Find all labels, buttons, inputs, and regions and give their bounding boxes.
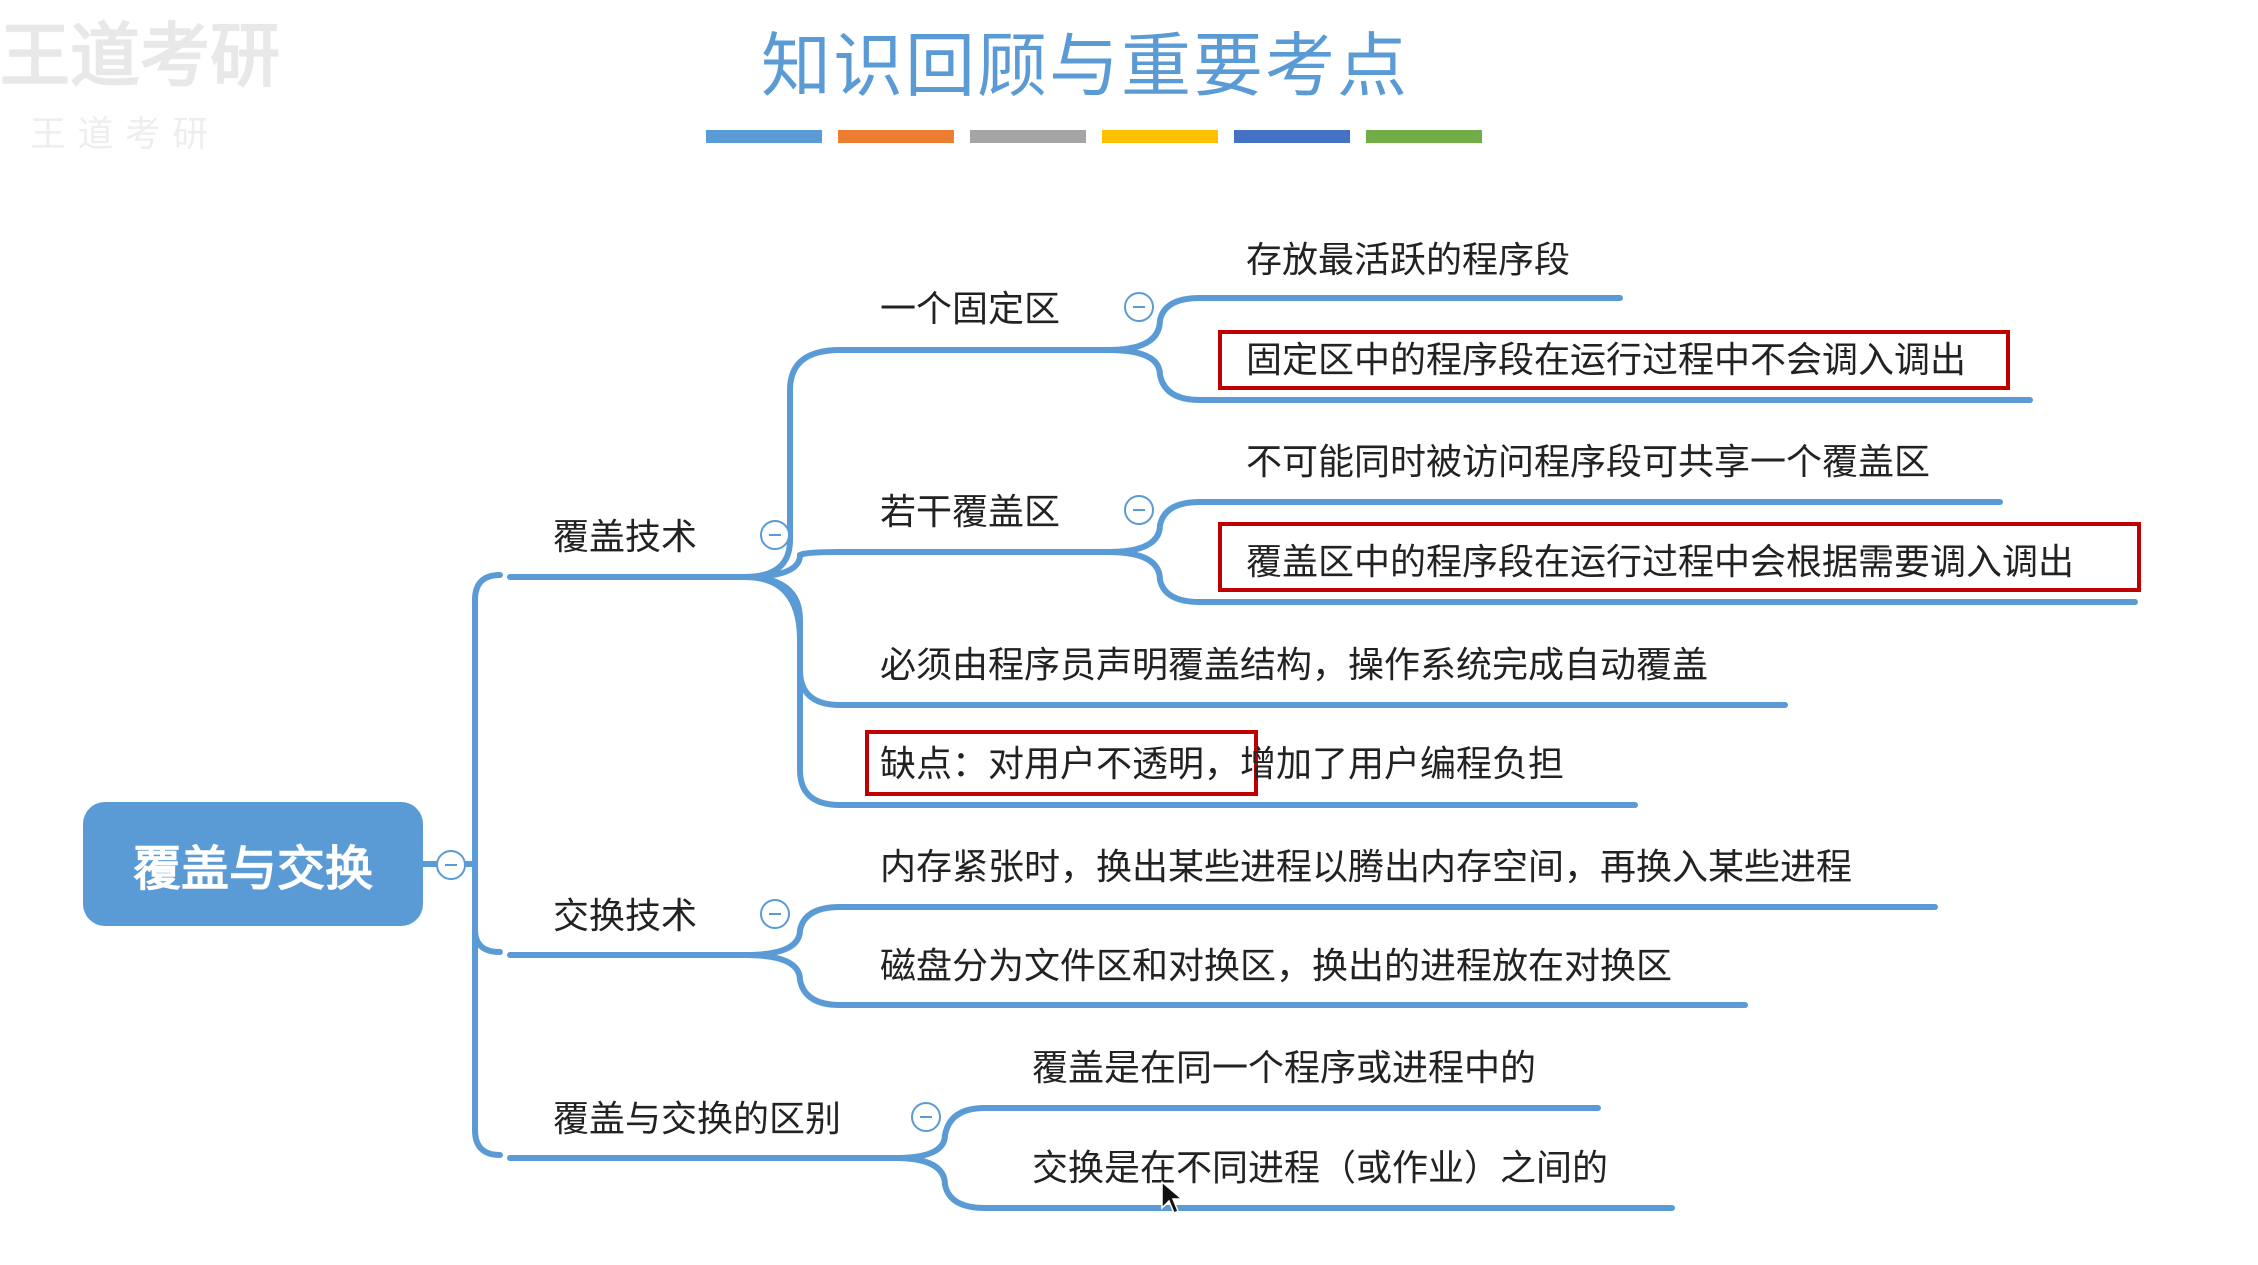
- watermark-subtitle: 王 道 考 研: [30, 114, 209, 155]
- accent-bar: [1102, 130, 1218, 143]
- highlight-box: [1218, 330, 2010, 390]
- node-swap-item-1[interactable]: 内存紧张时，换出某些进程以腾出内存空间，再换入某些进程: [880, 847, 1853, 888]
- page-title: 知识回顾与重要考点: [761, 25, 1409, 107]
- accent-bar: [1234, 130, 1350, 143]
- collapse-icon[interactable]: [436, 850, 466, 880]
- collapse-icon[interactable]: [911, 1102, 941, 1132]
- node-overlay-item-2[interactable]: 覆盖区中的程序段在运行过程中会根据需要调入调出: [1246, 542, 2075, 583]
- accent-bar: [706, 130, 822, 143]
- node-fixed-item-2[interactable]: 固定区中的程序段在运行过程中不会调入调出: [1246, 340, 1967, 381]
- node-overlay-technique[interactable]: 覆盖技术: [553, 517, 698, 558]
- drawback-rest: 增加了用户编程负担: [1240, 744, 1565, 785]
- highlight-box: [1218, 522, 2141, 592]
- node-diff-item-1[interactable]: 覆盖是在同一个程序或进程中的: [1032, 1048, 1537, 1089]
- node-swap-technique[interactable]: 交换技术: [553, 896, 698, 937]
- mouse-cursor-icon: [1161, 1180, 1184, 1215]
- node-overlay-areas[interactable]: 若干覆盖区: [880, 492, 1061, 533]
- drawback-highlight: 缺点：对用户不透明，: [880, 744, 1241, 785]
- highlight-box: [865, 730, 1258, 796]
- root-node[interactable]: 覆盖与交换: [83, 802, 423, 926]
- collapse-icon[interactable]: [1124, 495, 1154, 525]
- accent-bar: [838, 130, 954, 143]
- watermark-logo: 王道考研: [0, 15, 280, 97]
- collapse-icon[interactable]: [1124, 292, 1154, 322]
- node-swap-item-2[interactable]: 磁盘分为文件区和对换区，换出的进程放在对换区: [880, 946, 1673, 987]
- node-fixed-zone[interactable]: 一个固定区: [880, 289, 1061, 330]
- node-difference[interactable]: 覆盖与交换的区别: [553, 1099, 842, 1140]
- node-drawback[interactable]: 缺点：对用户不透明，增加了用户编程负担: [880, 742, 1564, 788]
- node-fixed-item-1[interactable]: 存放最活跃的程序段: [1246, 240, 1571, 281]
- collapse-icon[interactable]: [760, 899, 790, 929]
- node-declare-structure[interactable]: 必须由程序员声明覆盖结构，操作系统完成自动覆盖: [880, 645, 1709, 686]
- collapse-icon[interactable]: [760, 520, 790, 550]
- accent-bar: [970, 130, 1086, 143]
- node-overlay-item-1[interactable]: 不可能同时被访问程序段可共享一个覆盖区: [1246, 442, 1931, 483]
- accent-bar: [1366, 130, 1482, 143]
- node-diff-item-2[interactable]: 交换是在不同进程（或作业）之间的: [1032, 1148, 1609, 1189]
